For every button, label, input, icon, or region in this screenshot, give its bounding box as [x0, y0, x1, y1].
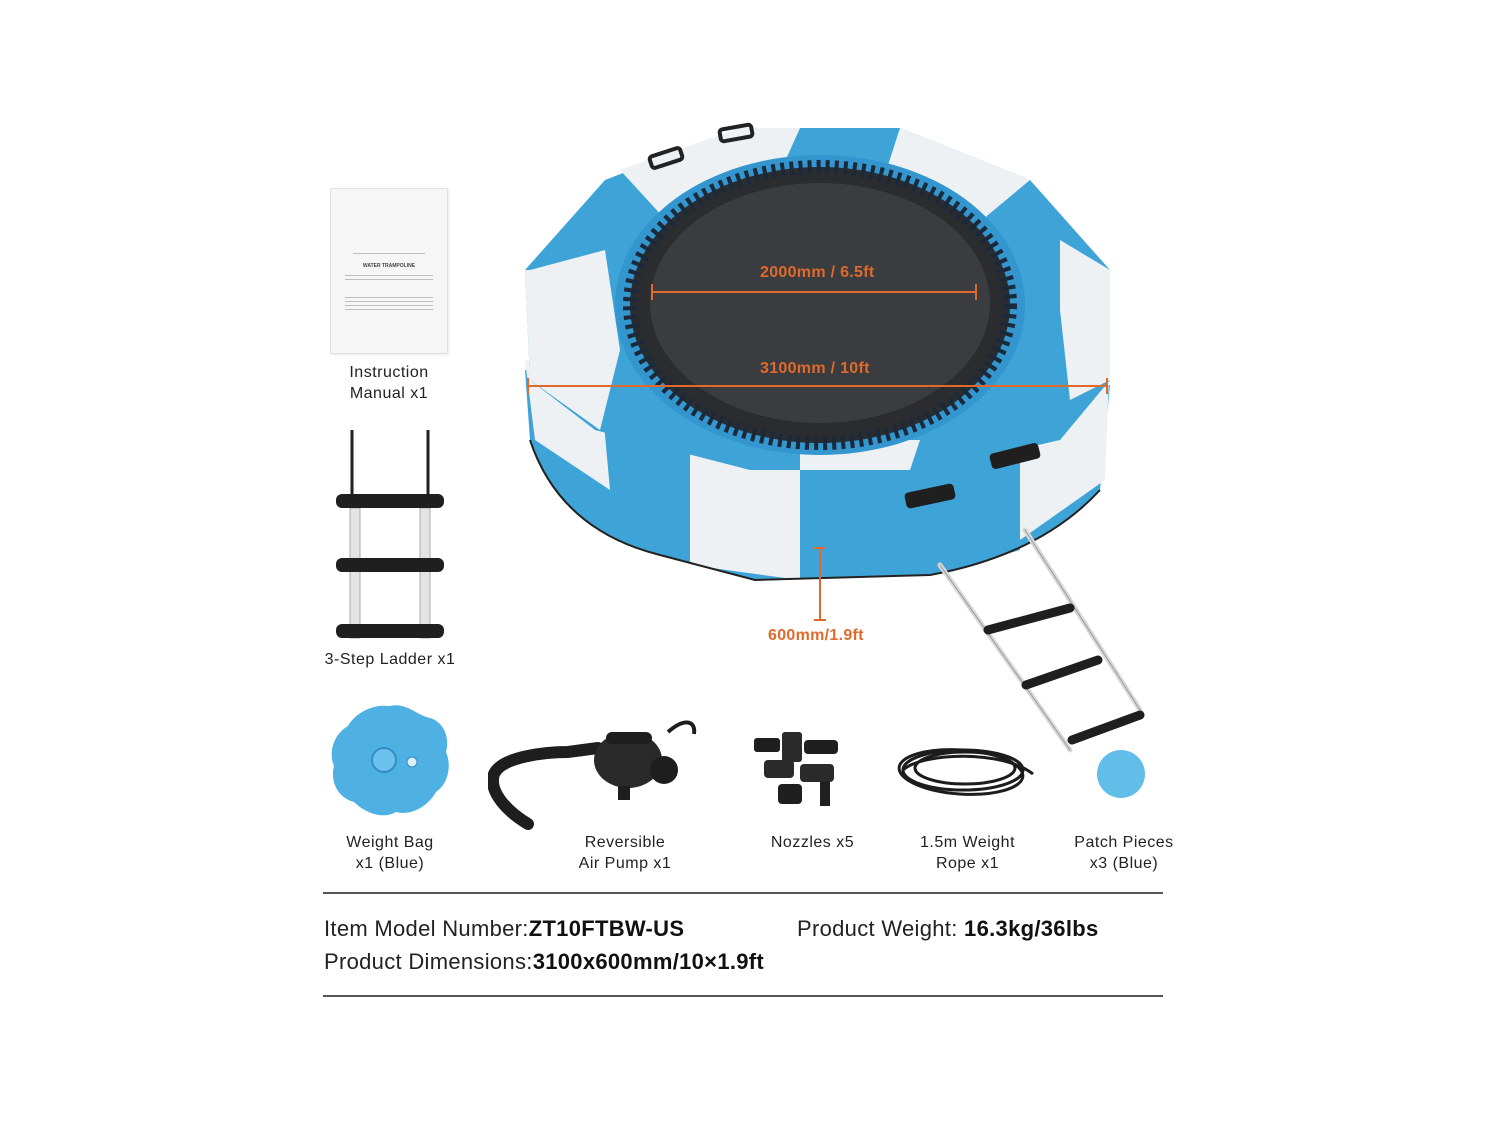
weight-bag-image [331, 705, 449, 816]
nozzles-image [754, 732, 838, 806]
inner-diameter-label: 2000mm / 6.5ft [760, 264, 875, 281]
side-handle-icon [904, 443, 1041, 509]
spec-model: Item Model Number:ZT10FTBW-US [324, 916, 685, 941]
divider-bottom [323, 995, 1163, 997]
weight-rope-image [897, 748, 1034, 796]
patch-piece-image [1097, 750, 1145, 798]
item-label-nozzles: Nozzles x5 [770, 834, 855, 851]
height-label: 600mm/1.9ft [768, 627, 864, 644]
manual-title: WATER TRAMPOLINE [362, 263, 416, 269]
air-pump-image [488, 720, 697, 830]
spec-weight: Product Weight: 16.3kg/36lbs [797, 916, 1099, 941]
trampoline-mat [650, 183, 990, 423]
divider-top [323, 892, 1163, 894]
instruction-manual-image: WATER TRAMPOLINE [330, 188, 448, 354]
item-label-ladder: 3-Step Ladder x1 [324, 651, 456, 668]
spec-dimensions: Product Dimensions:3100x600mm/10×1.9ft [324, 949, 765, 974]
inner-diameter-line [651, 284, 977, 300]
height-line [814, 547, 826, 621]
attached-ladder [937, 527, 1145, 753]
trampoline-illustration [525, 122, 1145, 753]
outer-diameter-label: 3100mm / 10ft [760, 360, 870, 377]
outer-diameter-line [527, 378, 1108, 394]
handle-icon [647, 122, 755, 170]
ladder-image [336, 430, 444, 639]
